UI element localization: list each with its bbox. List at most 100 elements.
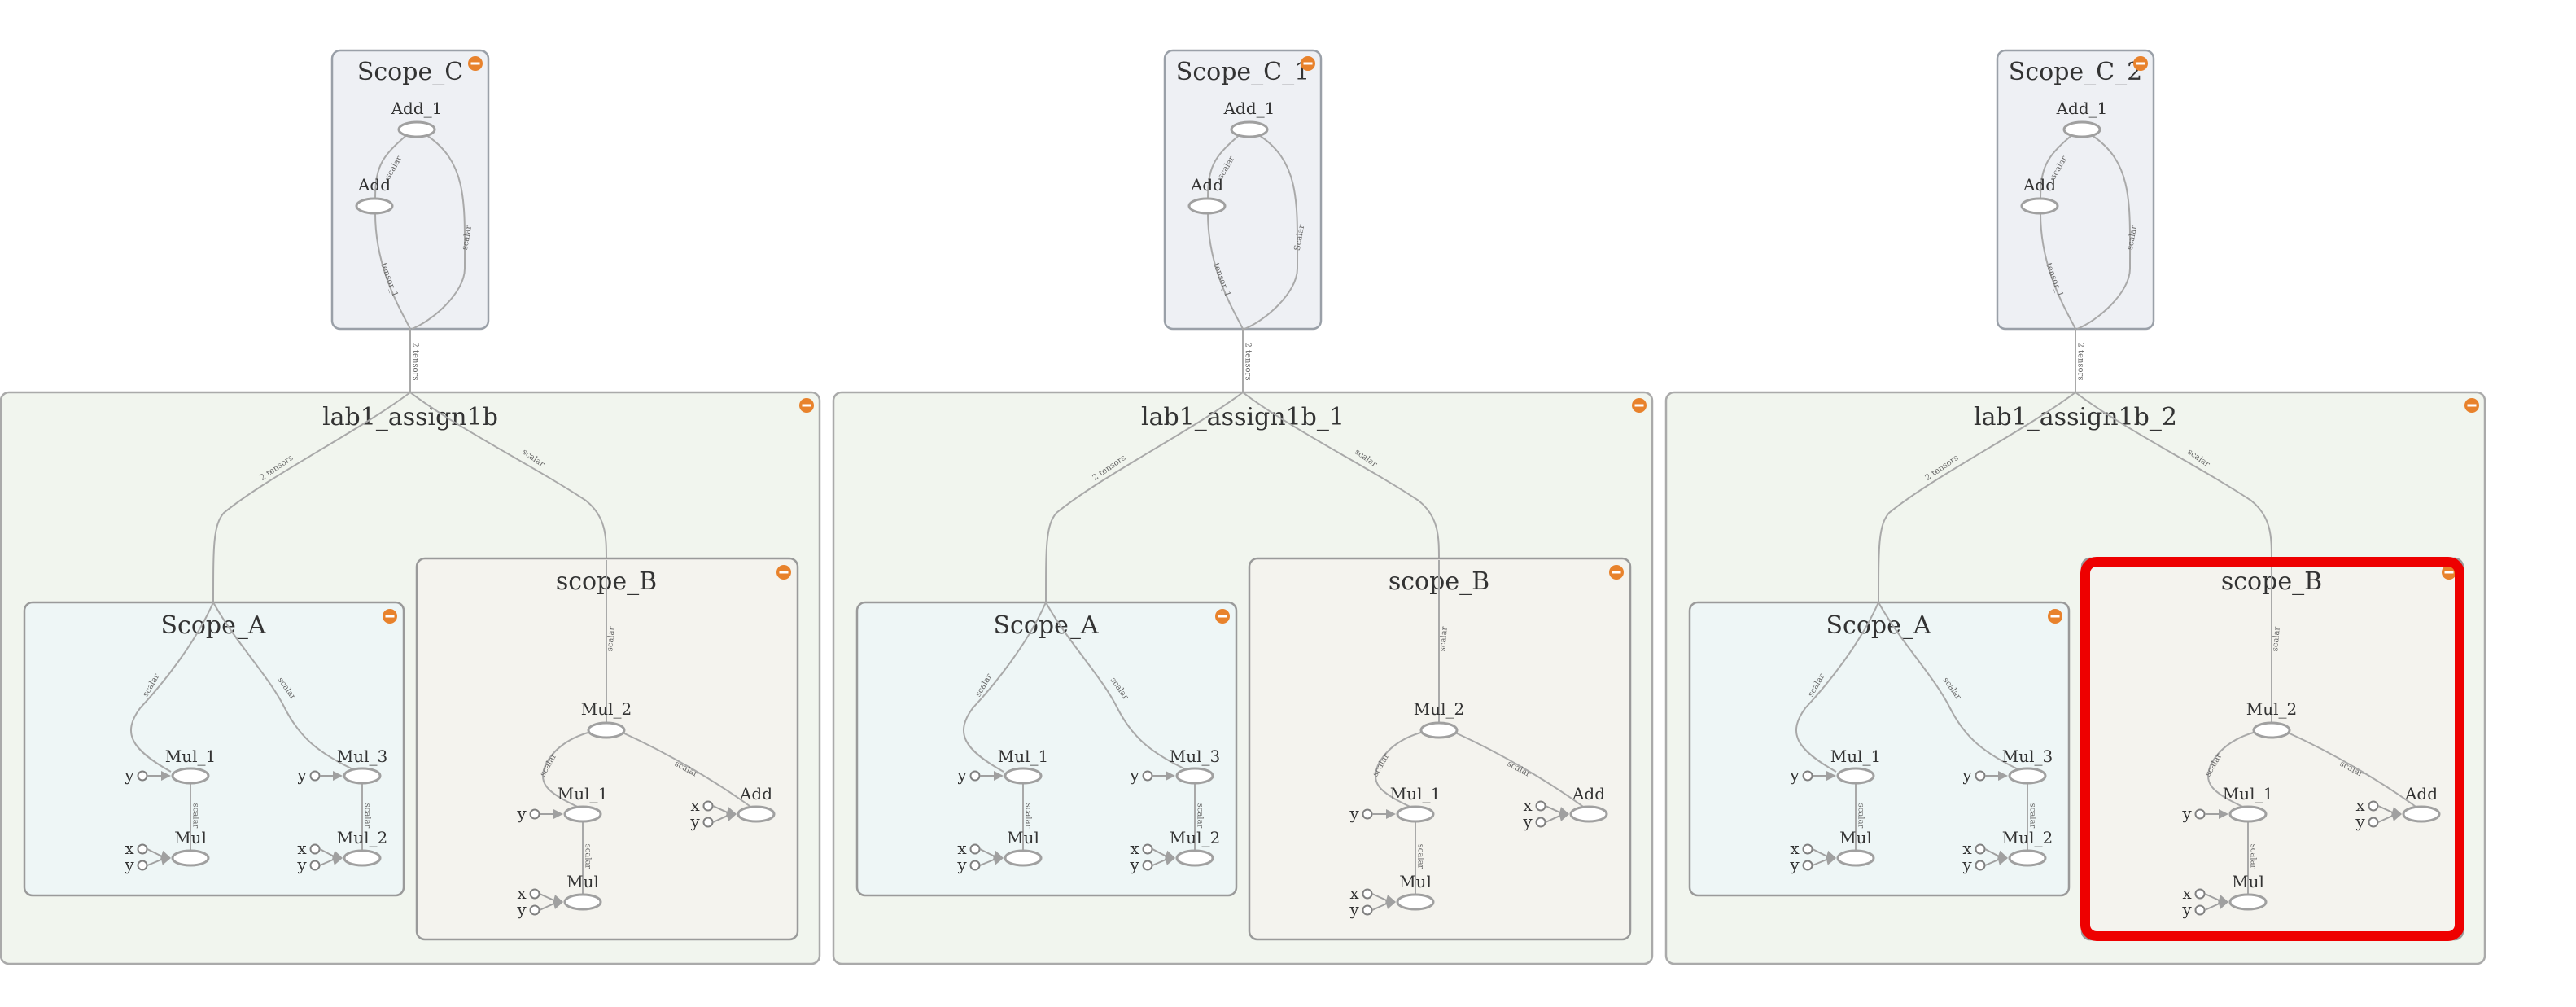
scope-b-mul-x-input-label: x <box>1349 883 1359 903</box>
scope-a-mul1-node[interactable] <box>1836 767 1875 785</box>
scope-b-collapse-button[interactable] <box>2442 565 2456 580</box>
scope-c-box[interactable] <box>1163 49 1323 331</box>
scope-b-edge-label-top: scalar <box>1438 626 1450 652</box>
scope-a-mul3-y-input[interactable]: y <box>1962 765 2008 785</box>
scope-a-mul3-label: Mul_3 <box>1170 746 1220 766</box>
scope-a-mul1-node[interactable] <box>1004 767 1043 785</box>
scope-c-edge-add-to-add1 <box>1207 131 1244 199</box>
scope-c-title: Scope_C <box>357 58 463 86</box>
scope-a-collapse-button[interactable] <box>1215 609 1230 624</box>
lab-collapse-button[interactable] <box>2464 398 2479 413</box>
scope-b-mul-node[interactable] <box>2228 893 2268 911</box>
scope-b-mul-y-input[interactable]: y <box>1349 900 1396 919</box>
lab-collapse-button[interactable] <box>1632 398 1647 413</box>
scope-b-add-x-input[interactable]: x <box>2355 795 2402 817</box>
scope-b-mul-y-input[interactable]: y <box>516 900 563 919</box>
scope-a-mul3-label: Mul_3 <box>337 746 387 766</box>
scope-a-mul3-y-input-label: y <box>296 765 307 785</box>
scope-a-mul-node[interactable] <box>1004 849 1043 867</box>
scope-c-box[interactable] <box>330 49 490 331</box>
scope-b-box[interactable] <box>415 557 799 941</box>
scope-b-add-node[interactable] <box>737 805 776 823</box>
scope-b-mul1-y-input[interactable]: y <box>516 803 563 823</box>
scope-b-mul2-node[interactable] <box>587 721 626 739</box>
scope-b-edge-mul1-to-mul2 <box>2207 730 2260 811</box>
scope-a-mul2-y-input-label: y <box>1962 855 1972 874</box>
lab-edge-to-scope-b <box>409 392 607 561</box>
scope-a-mul2-x-input[interactable]: x <box>1130 838 1175 860</box>
scope-a-mul3-node[interactable] <box>2008 767 2047 785</box>
scope-b-mul1-y-input[interactable]: y <box>1349 803 1396 823</box>
scope-a-mul-y-input[interactable]: y <box>956 855 1004 874</box>
scope-a-mul-node[interactable] <box>1836 849 1875 867</box>
lab-collapse-button[interactable] <box>799 398 814 413</box>
scope-b-mul1-node[interactable] <box>2228 805 2268 823</box>
scope-a-mul2-y-input[interactable]: y <box>296 855 343 874</box>
scope-a-mul-y-input[interactable]: y <box>1789 855 1836 874</box>
scope-c-add1-node[interactable] <box>1230 120 1269 138</box>
scope-a-mul3-y-input[interactable]: y <box>1129 765 1175 785</box>
scope-a-mul2-node[interactable] <box>1175 849 1214 867</box>
scope-b-add-y-input[interactable]: y <box>1522 812 1569 831</box>
scope-b-edge-label-mul: scalar <box>2249 844 2258 869</box>
scope-b-edge-add-to-mul2 <box>2287 732 2419 809</box>
scope-b-mul1-node[interactable] <box>563 805 602 823</box>
scope-b-mul-y-input-label: y <box>516 900 527 919</box>
scope-b-add-node[interactable] <box>2402 805 2441 823</box>
scope-a-mul1-label: Mul_1 <box>165 746 216 766</box>
scope-b-mul2-node[interactable] <box>2252 721 2291 739</box>
scope-b-mul1-y-input[interactable]: y <box>2181 803 2228 823</box>
scope-a-mul1-label: Mul_1 <box>1830 746 1881 766</box>
scope-b-add-x-input[interactable]: x <box>690 795 737 817</box>
scope-b-add-label: Add <box>1572 784 1605 803</box>
scope-c-add-node[interactable] <box>2020 197 2059 215</box>
scope-b-edge-add-to-mul2 <box>1454 732 1586 809</box>
scope-a-mul3-y-input[interactable]: y <box>296 765 343 785</box>
scope-a-collapse-button[interactable] <box>383 609 397 624</box>
scope-b-mul1-y-input-label: y <box>516 803 527 823</box>
scope-a-mul2-node[interactable] <box>343 849 382 867</box>
scope-a-mul-y-input[interactable]: y <box>124 855 171 874</box>
scope-b-mul1-y-input-label: y <box>1349 803 1359 823</box>
scope-c-add-node[interactable] <box>1187 197 1227 215</box>
lab-edge-to-scope-a <box>1045 392 1244 603</box>
scope-a-mul-node[interactable] <box>171 849 210 867</box>
scope-b-mul1-node[interactable] <box>1396 805 1435 823</box>
scope-a-mul1-y-input[interactable]: y <box>1789 765 1836 785</box>
scope-c-collapse-button[interactable] <box>2133 56 2148 71</box>
scope-b-collapse-button[interactable] <box>1609 565 1624 580</box>
scope-a-mul2-node[interactable] <box>2008 849 2047 867</box>
scope-b-mul2-node[interactable] <box>1419 721 1459 739</box>
scope-a-mul2-y-input[interactable]: y <box>1129 855 1175 874</box>
scope-c-edge-label-right: scalar <box>2126 225 2139 251</box>
scope-b-mul-node[interactable] <box>1396 893 1435 911</box>
scope-b-mul-node[interactable] <box>563 893 602 911</box>
scope-b-box[interactable] <box>1248 557 1632 941</box>
scope-b-add-label: Add <box>2404 784 2438 803</box>
scope-c-collapse-button[interactable] <box>468 56 483 71</box>
scope-b-mul-y-input[interactable]: y <box>2181 900 2228 919</box>
lab-title: lab1_assign1b_2 <box>1974 403 2177 431</box>
scope-c-add-node[interactable] <box>355 197 394 215</box>
scope-a-collapse-button[interactable] <box>2048 609 2062 624</box>
scope-c-add1-node[interactable] <box>2062 120 2101 138</box>
scope-a-mul3-node[interactable] <box>1175 767 1214 785</box>
scope-a-mul3-node[interactable] <box>343 767 382 785</box>
scope-c-add1-node[interactable] <box>397 120 436 138</box>
scope-c-box[interactable] <box>1996 49 2155 331</box>
scope-b-add-y-input[interactable]: y <box>2355 812 2402 831</box>
scope-b-add-y-input[interactable]: y <box>689 812 737 831</box>
scope-c-collapse-button[interactable] <box>1301 56 1315 71</box>
scope-c-edge-add-to-add1 <box>374 131 411 199</box>
scope-a-mul1-y-input[interactable]: y <box>956 765 1004 785</box>
scope-a-mul1-node[interactable] <box>171 767 210 785</box>
scope-c-edge-add1-out <box>1244 134 1299 330</box>
scope-b-collapse-button[interactable] <box>776 565 791 580</box>
scope-a-title: Scope_A <box>160 611 265 640</box>
scope-a-mul1-y-input[interactable]: y <box>124 765 171 785</box>
scope-a-mul2-y-input[interactable]: y <box>1962 855 2008 874</box>
scope-b-add-node[interactable] <box>1569 805 1608 823</box>
